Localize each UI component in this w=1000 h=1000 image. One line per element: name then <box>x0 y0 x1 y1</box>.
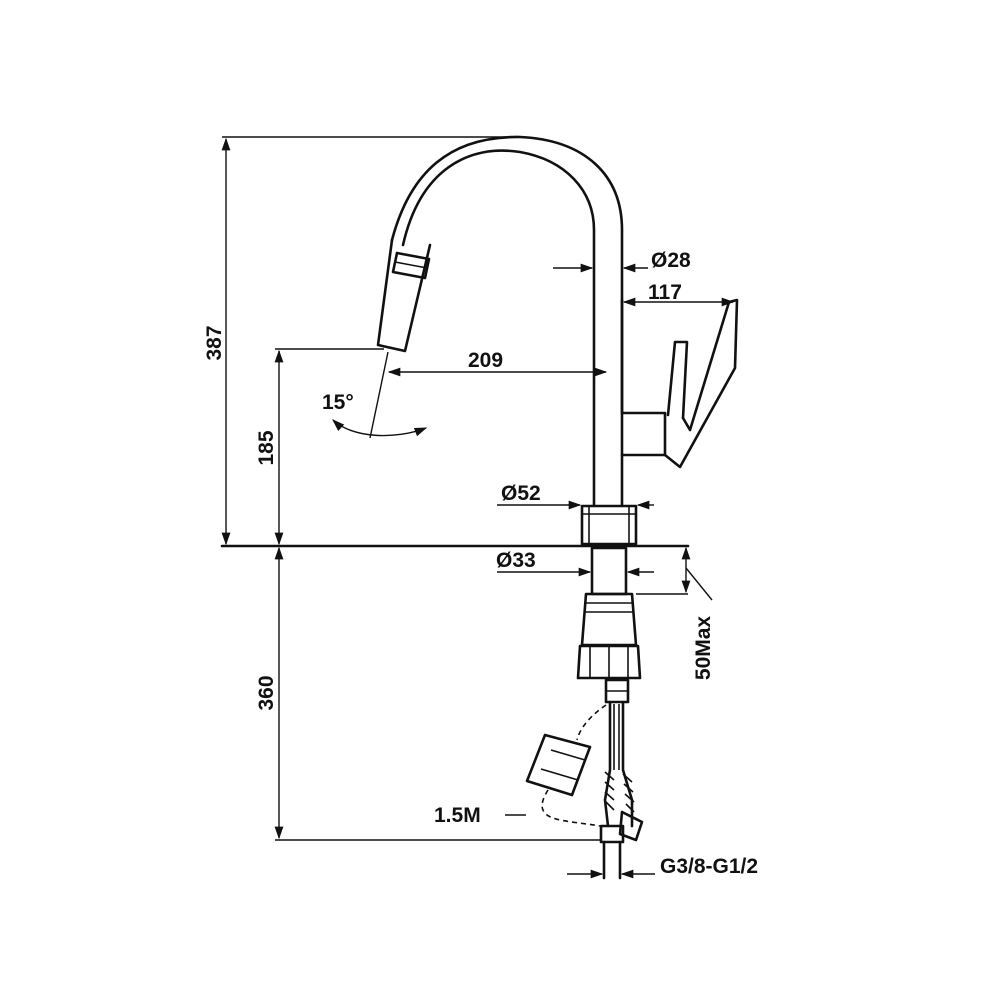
label-connection-thread: G3/8-G1/2 <box>660 855 758 878</box>
lever-housing <box>620 298 667 457</box>
spout-outer-contour <box>401 149 596 507</box>
lever-handle <box>666 340 689 420</box>
mounting-shank <box>590 546 628 596</box>
mounting-nut <box>580 592 638 647</box>
lock-nut <box>576 644 642 680</box>
label-lever-distance: 117 <box>648 281 682 304</box>
supply-hose-left <box>603 700 612 828</box>
label-spout-diameter: Ø28 <box>651 249 691 272</box>
spout-inner-contour <box>390 135 624 507</box>
label-max-deck-thickness: 50Max <box>692 616 715 681</box>
label-under-deck-length: 360 <box>255 675 278 710</box>
spray-head-ring <box>391 251 431 280</box>
label-spout-height: 185 <box>255 430 278 465</box>
faucet-body <box>220 135 739 880</box>
hose-counterweight <box>525 733 592 797</box>
label-spout-reach: 209 <box>468 349 503 372</box>
dimension-lines <box>221 136 735 879</box>
label-pullout-hose-length: 1.5M <box>434 804 481 827</box>
lever-arm <box>663 298 739 469</box>
base-collar <box>580 504 638 546</box>
supply-fitting-right <box>618 810 644 842</box>
label-total-height: 387 <box>203 325 226 360</box>
dimension-labels: 387 185 15° 209 Ø28 117 Ø52 Ø33 50Max 36… <box>203 249 758 878</box>
spray-head <box>376 238 432 353</box>
label-base-diameter: Ø52 <box>501 482 541 505</box>
pullout-hose <box>541 704 607 827</box>
label-rotation-angle: 15° <box>322 391 354 414</box>
label-shank-diameter: Ø33 <box>496 549 536 572</box>
supply-hose-right <box>621 700 634 828</box>
